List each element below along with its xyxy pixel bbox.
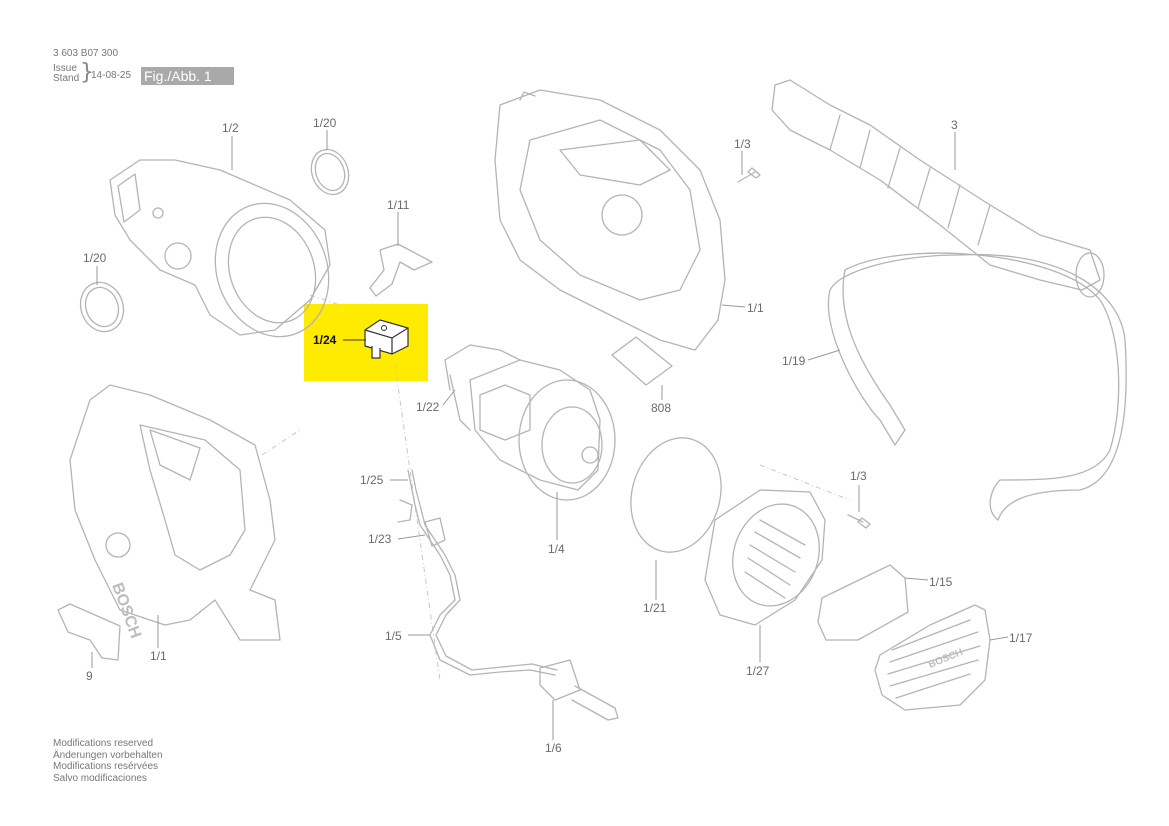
notice-de: Änderungen vorbehalten	[53, 749, 163, 761]
label-1-17[interactable]: 1/17	[1009, 631, 1033, 645]
label-808-part[interactable]	[611, 336, 673, 386]
lower-housing-part[interactable]	[69, 384, 281, 641]
screw-top[interactable]	[737, 167, 761, 183]
issue-brace: }	[80, 60, 94, 85]
seal-ring-part[interactable]	[618, 428, 733, 563]
label-808[interactable]: 808	[651, 401, 672, 415]
label-1-27[interactable]: 1/27	[746, 664, 770, 678]
modifications-notice: Modifications reserved Änderungen vorbeh…	[53, 738, 163, 784]
housing-brand-text: BOSCH	[108, 581, 144, 641]
label-1-5[interactable]: 1/5	[385, 629, 402, 643]
upper-housing-part[interactable]	[494, 89, 726, 351]
motor-bracket-part[interactable]	[444, 344, 521, 431]
label-9[interactable]: 9	[86, 669, 93, 683]
issue-label-de: Stand	[53, 73, 80, 84]
filter-pad-part[interactable]	[817, 564, 909, 641]
label-1-2[interactable]: 1/2	[222, 121, 239, 135]
part-number: 3 603 B07 300	[53, 48, 119, 59]
label-1-24[interactable]: 1/24	[313, 333, 337, 347]
clip-part[interactable]	[369, 243, 433, 297]
issue-label-en: Issue	[53, 63, 77, 74]
assembly-axis-handle	[261, 429, 301, 456]
label-1-22[interactable]: 1/22	[416, 400, 440, 414]
strap-part[interactable]	[827, 252, 1127, 521]
label-1-19[interactable]: 1/19	[782, 354, 806, 368]
label-1-3-top[interactable]: 1/3	[734, 137, 751, 151]
leader-lines	[91, 130, 1009, 740]
label-3[interactable]: 3	[951, 118, 958, 132]
label-1-3-right[interactable]: 1/3	[850, 469, 867, 483]
notice-fr: Modifications resérvées	[53, 761, 159, 772]
notice-es: Salvo modificaciones	[53, 772, 147, 784]
o-ring-top[interactable]	[305, 144, 355, 200]
front-cover-part[interactable]	[874, 604, 991, 711]
figure-badge: Fig./Abb. 1	[141, 67, 234, 85]
issue-label: Issue Stand	[53, 64, 79, 84]
nozzle-housing-part[interactable]	[109, 159, 347, 353]
switch-part[interactable]	[343, 319, 409, 359]
label-1-20-left[interactable]: 1/20	[83, 251, 107, 265]
issue-date: 14-08-25	[91, 70, 132, 81]
hose-part[interactable]	[771, 79, 1105, 298]
label-1-20-top[interactable]: 1/20	[313, 116, 337, 130]
cover-brand-text: BOSCH	[927, 647, 965, 671]
o-ring-left[interactable]	[74, 276, 131, 337]
wire-harness-part[interactable]	[397, 469, 619, 721]
rear-grille-part[interactable]	[704, 489, 833, 626]
motor-part[interactable]	[469, 359, 616, 501]
label-1-25[interactable]: 1/25	[360, 473, 384, 487]
notice-en: Modifications reserved	[53, 738, 154, 749]
label-1-15[interactable]: 1/15	[929, 575, 953, 589]
assembly-axis-grille	[759, 464, 851, 501]
label-1-11[interactable]: 1/11	[387, 198, 410, 212]
label-9-part[interactable]	[57, 603, 121, 661]
assembly-axis-wire	[394, 364, 441, 681]
label-1-6[interactable]: 1/6	[545, 741, 562, 755]
label-1-4[interactable]: 1/4	[548, 542, 565, 556]
label-1-21[interactable]: 1/21	[643, 601, 667, 615]
label-1-1-bottom[interactable]: 1/1	[150, 649, 167, 663]
label-1-23[interactable]: 1/23	[368, 532, 392, 546]
screw-right[interactable]	[847, 514, 871, 529]
label-1-1-top[interactable]: 1/1	[747, 301, 764, 315]
